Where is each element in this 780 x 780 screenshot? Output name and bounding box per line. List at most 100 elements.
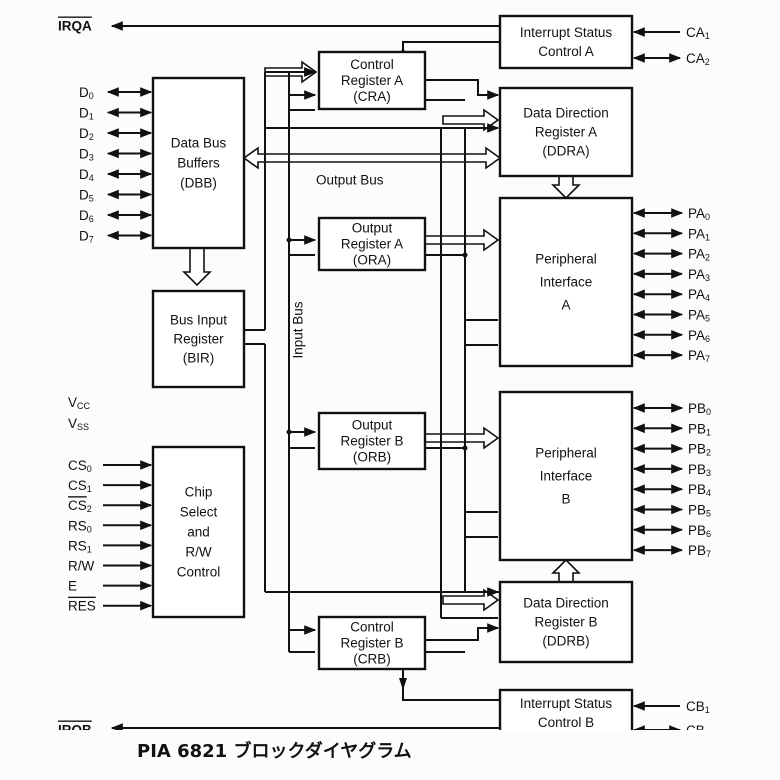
data-direction-register-b-block	[498, 580, 634, 664]
data-bus-buffers-block	[151, 76, 246, 250]
ddra-to-pia-arrow	[551, 175, 581, 200]
bus-input-register-block-label-line: Bus Input	[170, 313, 227, 328]
data-direction-register-a-block-label-line: Register A	[535, 125, 597, 140]
cb-pin-label: CB2	[686, 723, 710, 731]
pa-pin-label: PA7	[688, 348, 710, 365]
crb-to-iscb-line	[402, 670, 500, 701]
data-direction-register-b-block-label-line: Data Direction	[523, 596, 609, 611]
output-register-a-block	[317, 216, 427, 272]
control-pin-label: RS0	[68, 518, 92, 535]
peripheral-interface-a-block-label-line: A	[561, 298, 570, 313]
pb-pin-label: PB4	[688, 482, 711, 499]
output-register-b-block-label-line: Output	[352, 418, 393, 433]
control-pin-label: R/W	[68, 558, 95, 573]
pb-pin-label: PB5	[688, 502, 711, 519]
control-register-b-block	[317, 615, 427, 671]
data-pin-label: D1	[79, 105, 94, 122]
control-pin-label: CS2	[68, 498, 92, 515]
control-pin-label: CS1	[68, 478, 92, 495]
interrupt-status-control-a-block	[498, 14, 634, 70]
output-register-b-block-label-line: (ORB)	[353, 450, 391, 465]
bus-input-register-block-label-line: (BIR)	[183, 351, 215, 366]
data-bus-buffers-block-label-line: Buffers	[177, 156, 220, 171]
vss-pin-label: VSS	[68, 416, 89, 433]
bus-to-ddrb-arrow	[442, 588, 500, 612]
control-register-b-block-label-line: Register B	[340, 636, 403, 651]
chip-select-rw-control-block	[151, 445, 246, 619]
peripheral-interface-a-block-label-line: Peripheral	[535, 252, 597, 267]
pa-pin-label: PA0	[688, 206, 710, 223]
pb-pin-label: PB2	[688, 441, 711, 458]
chip-select-rw-control-block-label-line: Control	[177, 565, 221, 580]
data-pin-label: D6	[79, 208, 94, 225]
cra-to-ddra-line	[425, 79, 500, 100]
pb-pin-label: PB6	[688, 522, 711, 539]
interrupt-status-control-b-block-label-line: Control B	[538, 715, 594, 730]
data-pin-label: D4	[79, 167, 94, 184]
data-pin-label: D3	[79, 146, 94, 163]
data-pin-label: D5	[79, 187, 94, 204]
output-register-b-block-label-line: Register B	[340, 434, 403, 449]
dbb-output-bus-arrow	[242, 146, 502, 170]
control-register-a-block-label-line: Control	[350, 57, 394, 72]
peripheral-interface-a-block	[498, 196, 634, 368]
ca-pin-label: CA1	[686, 25, 710, 42]
pa-pin-label: PA4	[688, 287, 710, 304]
junction-dot	[286, 237, 292, 243]
ddrb-to-pib-arrow	[551, 558, 581, 583]
pa-pin-label: PA1	[688, 226, 710, 243]
diagram-caption: PIA 6821 ブロックダイヤグラム	[137, 741, 412, 762]
orb-to-pib-arrow	[424, 426, 500, 450]
control-pin-label: RS1	[68, 538, 92, 555]
control-register-b-block-label-line: Control	[350, 620, 394, 635]
peripheral-interface-b-block-label-line: Peripheral	[535, 446, 597, 461]
pa-pin-label: PA3	[688, 266, 710, 283]
interrupt-status-control-a-block-label-line: Control A	[538, 44, 594, 59]
data-direction-register-a-block-label-line: (DDRA)	[542, 144, 589, 159]
control-pin-label: E	[68, 578, 77, 593]
ora-to-pia-arrow	[424, 228, 500, 252]
output-bus-label: Output Bus	[316, 173, 384, 188]
data-direction-register-b-block-label-line: Register B	[534, 615, 597, 630]
interrupt-status-control-b-block	[498, 688, 634, 738]
chip-select-rw-control-block-label-line: Chip	[185, 485, 213, 500]
pb-pin-label: PB0	[688, 401, 711, 418]
irqb-pin-label: IRQB	[58, 723, 92, 731]
crb-iscb-arrow-head	[399, 678, 407, 690]
bus-input-register-block-label-line: Register	[173, 332, 224, 347]
control-register-a-block-label-line: (CRA)	[353, 89, 391, 104]
data-bus-buffers-block-label-line: Data Bus	[171, 136, 227, 151]
data-bus-buffers-block-label-line: (DBB)	[180, 176, 217, 191]
interrupt-status-control-b-block-label-line: Interrupt Status	[520, 696, 613, 711]
control-pin-label: RES	[68, 598, 96, 613]
data-pin-label: D0	[79, 85, 94, 102]
bus-input-register-block	[151, 289, 246, 389]
junction-dot	[286, 429, 292, 435]
junction-dot	[462, 252, 468, 258]
output-register-a-block-label-line: (ORA)	[353, 253, 391, 268]
pb-pin-label: PB3	[688, 461, 711, 478]
control-register-b-block-label-line: (CRB)	[353, 652, 391, 667]
crb-to-ddrb-line	[425, 623, 500, 641]
cb-pin-label: CB1	[686, 699, 710, 716]
pb-pin-label: PB7	[688, 543, 711, 560]
pa-pin-label: PA5	[688, 307, 710, 324]
data-pin-label: D2	[79, 126, 94, 143]
input-bus-label: Input Bus	[291, 301, 306, 358]
data-pin-label: D7	[79, 228, 94, 245]
vcc-pin-label: VCC	[68, 395, 91, 412]
output-register-a-block-label-line: Register A	[341, 237, 403, 252]
control-pin-label: CS0	[68, 458, 92, 475]
chip-select-rw-control-block-label-line: and	[187, 525, 210, 540]
pb-pin-label: PB1	[688, 421, 711, 438]
control-register-a-block-label-line: Register A	[341, 73, 403, 88]
irqa-pin-label: IRQA	[58, 19, 92, 34]
interrupt-status-control-a-block-label-line: Interrupt Status	[520, 25, 613, 40]
chip-select-rw-control-block-label-line: Select	[180, 505, 218, 520]
peripheral-interface-b-block	[498, 390, 634, 562]
dbb-to-bir-arrow	[182, 247, 212, 287]
data-direction-register-a-block-label-line: Data Direction	[523, 106, 609, 121]
pa-pin-label: PA2	[688, 246, 710, 263]
pa-pin-label: PA6	[688, 327, 710, 344]
